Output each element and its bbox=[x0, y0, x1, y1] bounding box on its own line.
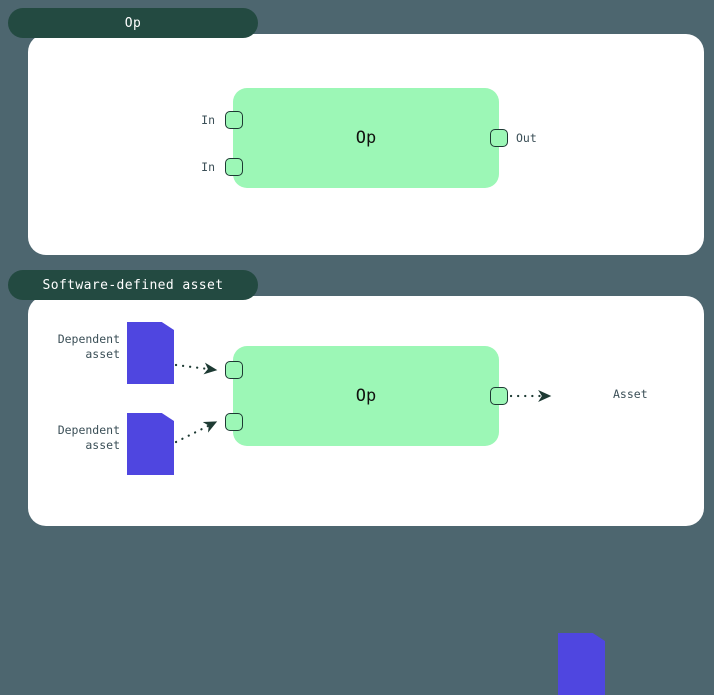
edge-dependent-asset-0 bbox=[174, 362, 218, 375]
dependent-asset-label-1-line1: Dependent bbox=[57, 423, 120, 437]
op-block-1[interactable]: Op bbox=[233, 88, 499, 188]
panel-op-tab[interactable]: Op bbox=[8, 8, 258, 38]
op-1-output-port-0[interactable] bbox=[490, 129, 508, 147]
op-2-output-port-0[interactable] bbox=[490, 387, 508, 405]
op-block-2[interactable]: Op bbox=[233, 346, 499, 446]
dependent-asset-label-1-line2: asset bbox=[85, 438, 120, 452]
dependent-asset-label-0-line1: Dependent bbox=[57, 332, 120, 346]
op-2-input-port-0[interactable] bbox=[225, 361, 243, 379]
panel-op: Op Op In In Out bbox=[0, 8, 714, 255]
op-1-input-port-0-label: In bbox=[201, 113, 215, 127]
op-1-output-port-0-label: Out bbox=[516, 131, 537, 145]
op-2-input-port-1[interactable] bbox=[225, 413, 243, 431]
output-asset-label: Asset bbox=[613, 387, 648, 401]
dependent-asset-label-0-line2: asset bbox=[85, 347, 120, 361]
op-block-2-label: Op bbox=[355, 386, 377, 406]
op-block-1-label: Op bbox=[355, 128, 377, 148]
op-1-input-port-1[interactable] bbox=[225, 158, 243, 176]
edge-dependent-asset-1 bbox=[174, 420, 218, 444]
dependent-asset-icon-0[interactable] bbox=[127, 322, 174, 384]
panel-sda-tab[interactable]: Software-defined asset bbox=[8, 270, 258, 300]
op-1-input-port-0[interactable] bbox=[225, 111, 243, 129]
diagram-canvas: Op Op In In Out Software-defined asset O… bbox=[0, 8, 714, 695]
dependent-asset-icon-1[interactable] bbox=[127, 413, 174, 475]
edge-group bbox=[174, 362, 552, 444]
op-1-input-port-1-label: In bbox=[201, 160, 215, 174]
output-asset-icon[interactable] bbox=[558, 633, 605, 695]
